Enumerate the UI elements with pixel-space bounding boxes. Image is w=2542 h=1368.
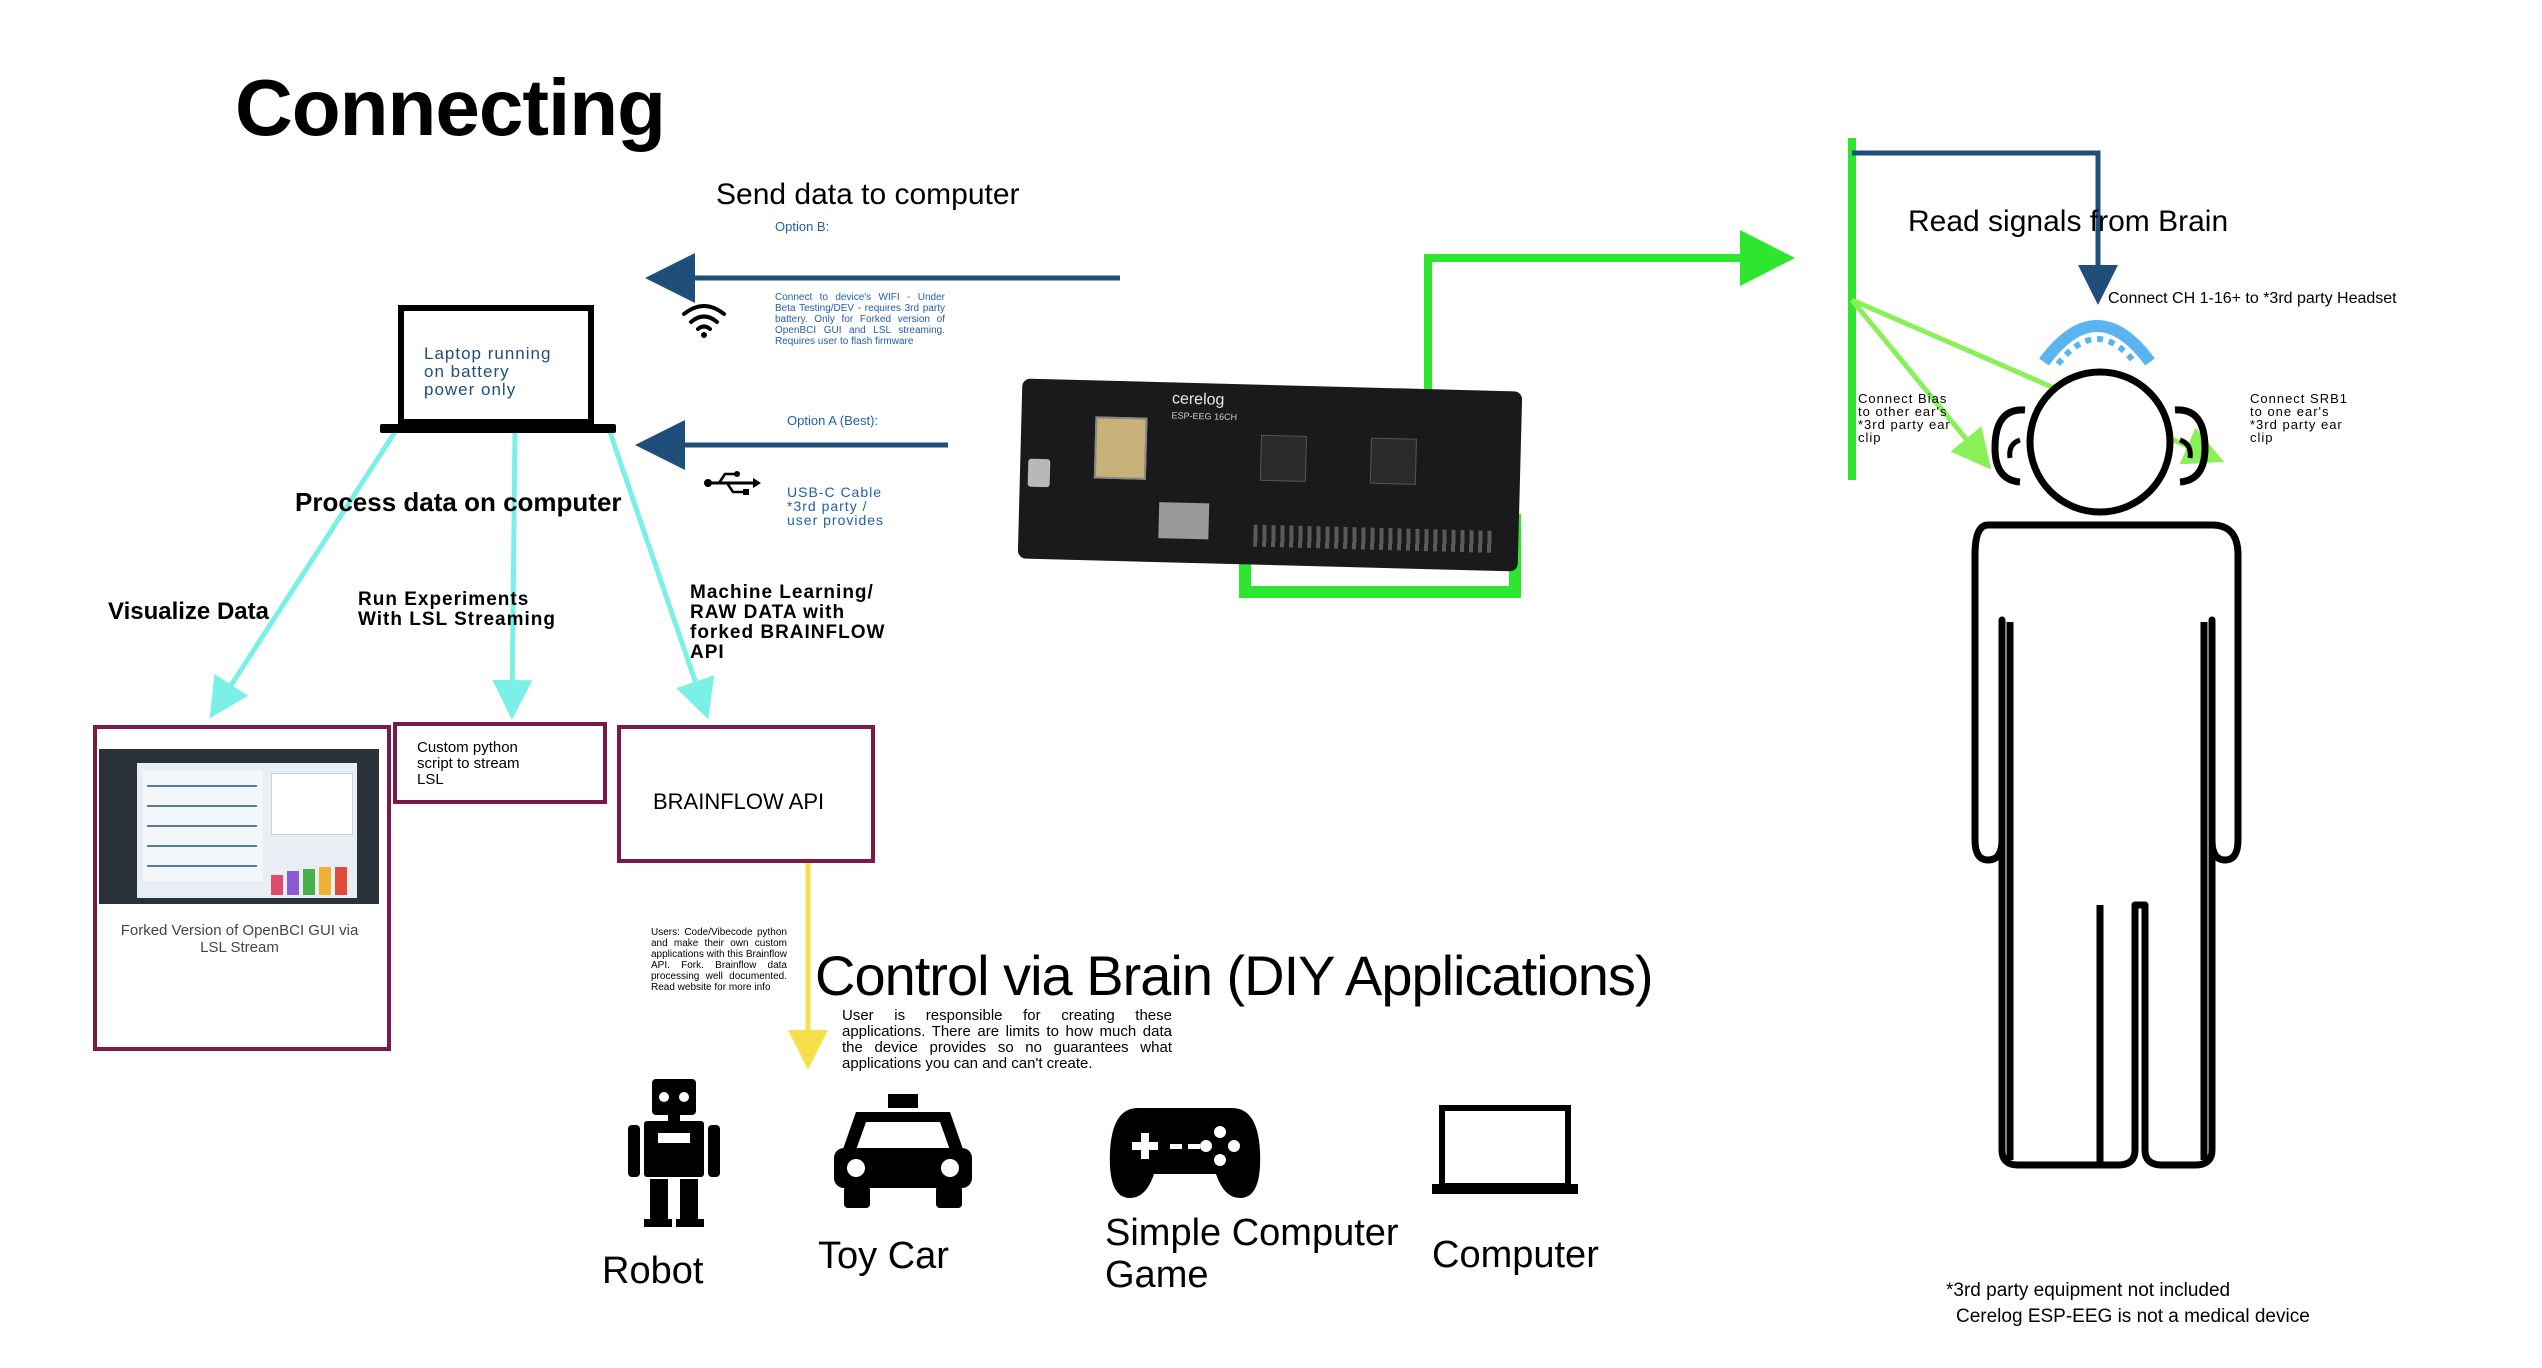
- headset-icon: [2039, 320, 2155, 366]
- brainflow-note: Users: Code/Vibecode python and make the…: [651, 927, 787, 993]
- python-text: Custom python script to stream LSL: [417, 739, 520, 788]
- footer-line-2: Cerelog ESP-EEG is not a medical device: [1956, 1306, 2310, 1327]
- board-chip-2: [1369, 437, 1417, 485]
- brainflow-box: BRAINFLOW API: [617, 725, 875, 863]
- gamepad-icon: [1109, 1108, 1261, 1198]
- bias-line: [1850, 298, 1992, 470]
- board-model: ESP-EEG 16CH: [1171, 410, 1238, 423]
- navy-headset-line: [1852, 150, 2118, 305]
- laptop-outline-icon: [1432, 1105, 1578, 1194]
- app-label-computer: Computer: [1432, 1234, 1599, 1276]
- human-figure: [1971, 368, 2242, 1169]
- eeg-board: cerelog ESP-EEG 16CH: [1017, 378, 1523, 572]
- app-label-game: Simple Computer Game: [1105, 1212, 1399, 1296]
- board-sd: [1158, 502, 1210, 540]
- option-a-label: Option A (Best):: [787, 413, 879, 428]
- ml-label: Machine Learning/ RAW DATA with forked B…: [690, 582, 886, 663]
- arrow-visualize: [209, 430, 398, 719]
- board-brand: cerelog: [1171, 390, 1225, 409]
- usb-icon: [704, 471, 761, 495]
- control-note: User is responsible for creating these a…: [842, 1007, 1172, 1072]
- option-a-text: USB-C Cable *3rd party / user provides: [787, 484, 885, 528]
- laptop-screen: [398, 305, 594, 425]
- python-box: Custom python script to stream LSL: [393, 722, 607, 804]
- gui-caption: Forked Version of OpenBCI GUI via LSL St…: [120, 922, 359, 956]
- laptop-base: [380, 424, 616, 433]
- experiments-label: Run Experiments With LSL Streaming: [358, 589, 556, 630]
- green-arrowhead: [1740, 230, 1795, 286]
- arrow-experiments: [492, 431, 533, 720]
- laptop-text: Laptop running on battery power only: [424, 344, 552, 399]
- option-b-text: Connect to device's WIFI - Under Beta Te…: [775, 292, 945, 347]
- robot-icon: [628, 1079, 720, 1227]
- page-title: Connecting: [235, 63, 666, 152]
- srb1-label: Connect SRB1 to one ear's *3rd party ear…: [2250, 391, 2348, 445]
- headset-label: Connect CH 1-16+ to *3rd party Headset: [2108, 290, 2397, 307]
- gui-box: Forked Version of OpenBCI GUI via LSL St…: [93, 725, 391, 1051]
- brain-heading: Read signals from Brain: [1908, 205, 2229, 238]
- board-pins: [1253, 524, 1494, 553]
- bias-label: Connect Bias to other ear's *3rd party e…: [1858, 391, 1951, 445]
- app-label-robot: Robot: [602, 1250, 704, 1292]
- process-heading: Process data on computer: [295, 487, 622, 517]
- board-module: [1093, 416, 1148, 480]
- gui-screenshot: [99, 749, 379, 904]
- option-b-label: Option B:: [775, 219, 830, 234]
- footer-line-1: *3rd party equipment not included: [1946, 1280, 2231, 1301]
- board-chip-1: [1259, 434, 1308, 482]
- control-heading: Control via Brain (DIY Applications): [815, 944, 1654, 1007]
- wifi-icon: [682, 304, 726, 338]
- send-data-heading: Send data to computer: [716, 178, 1020, 211]
- arrow-ml: [607, 431, 715, 720]
- brainflow-label: BRAINFLOW API: [653, 789, 825, 814]
- car-icon: [834, 1094, 972, 1208]
- app-label-car: Toy Car: [818, 1235, 949, 1277]
- board-usb: [1027, 458, 1051, 488]
- visualize-label: Visualize Data: [108, 598, 269, 625]
